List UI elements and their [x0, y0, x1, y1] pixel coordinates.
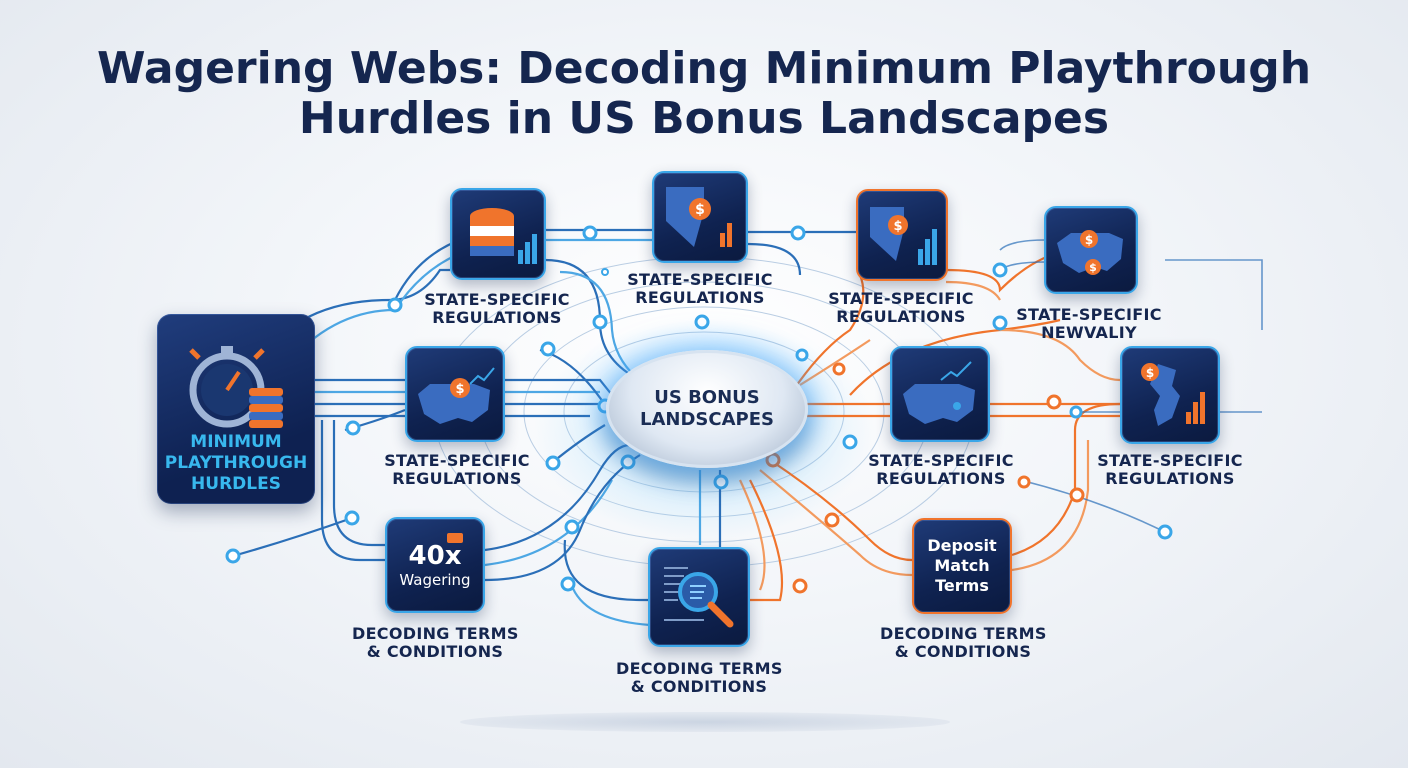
dollar-sign: $ — [1089, 261, 1097, 274]
label-us-map-left: STATE-SPECIFIC REGULATIONS — [382, 452, 532, 488]
us-map-trend-icon: $ — [418, 367, 495, 424]
label-line-1: DECODING TERMS — [616, 659, 783, 678]
node-chips-regulations — [450, 188, 546, 280]
minimum-playthrough-label: MINIMUM PLAYTHROUGH HURDLES — [157, 432, 315, 495]
node-us-map-left: $ — [405, 346, 505, 442]
label-nevada-right-regulations: STATE-SPECIFIC REGULATIONS — [826, 290, 976, 326]
hub-us-bonus-landscapes: US BONUS LANDSCAPES — [606, 350, 808, 468]
label-line-2: & CONDITIONS — [630, 677, 768, 696]
label-line-2: REGULATIONS — [836, 307, 966, 326]
label-magnifier-terms: DECODING TERMS & CONDITIONS — [616, 660, 782, 696]
page-title-line-2: Hurdles in US Bonus Landscapes — [298, 93, 1110, 144]
terms-text: Terms — [935, 576, 989, 595]
label-line-2: & CONDITIONS — [894, 642, 1032, 661]
node-us-map-right — [890, 346, 990, 442]
page-title-line-1: Wagering Webs: Decoding Minimum Playthro… — [96, 43, 1312, 94]
label-line-1: DECODING TERMS — [352, 624, 519, 643]
label-line-2: REGULATIONS — [635, 288, 765, 307]
label-us-map-right: STATE-SPECIFIC REGULATIONS — [866, 452, 1016, 488]
label-line-3: HURDLES — [191, 474, 281, 494]
us-map-dollar-icon: $ $ — [1057, 230, 1123, 275]
label-line-2: REGULATIONS — [876, 469, 1006, 488]
node-40x-wagering: 40x Wagering — [385, 517, 485, 613]
wagering-multiplier: 40x — [408, 541, 462, 571]
node-us-map-far-right: $ $ — [1044, 206, 1138, 294]
wagering-text: Wagering — [399, 571, 471, 589]
orange-connections — [739, 248, 1121, 602]
dollar-sign: $ — [1085, 233, 1093, 247]
floor-shadow — [460, 712, 950, 732]
label-nevada-regulations: STATE-SPECIFIC REGULATIONS — [625, 271, 775, 307]
label-nj-regulations: STATE-SPECIFIC REGULATIONS — [1095, 452, 1245, 488]
node-deposit-match-terms: Deposit Match Terms — [912, 518, 1012, 614]
label-line-2: REGULATIONS — [1105, 469, 1235, 488]
label-line-2: NEWVALIY — [1041, 323, 1137, 342]
label-line-2: REGULATIONS — [432, 308, 562, 327]
orange-dots — [765, 362, 1085, 594]
label-deposit-terms: DECODING TERMS & CONDITIONS — [880, 625, 1046, 661]
label-line-1: STATE-SPECIFIC — [868, 451, 1014, 470]
label-line-1: MINIMUM — [190, 432, 282, 452]
blue-dots — [225, 225, 1173, 592]
nevada-map-icon: $ — [666, 187, 732, 247]
label-us-map-far-right: STATE-SPECIFIC NEWVALIY — [1014, 306, 1164, 342]
node-nevada-regulations: $ — [652, 171, 748, 263]
dollar-sign: $ — [455, 382, 464, 397]
label-line-1: STATE-SPECIFIC — [1097, 451, 1243, 470]
label-line-2: PLAYTHROUGH — [164, 453, 308, 473]
label-line-1: STATE-SPECIFIC — [1016, 305, 1162, 324]
chips-chart-icon — [470, 208, 537, 264]
label-line-1: STATE-SPECIFIC — [384, 451, 530, 470]
label-wagering-terms: DECODING TERMS & CONDITIONS — [352, 625, 518, 661]
new-jersey-chart-icon: $ — [1141, 363, 1205, 426]
us-map-trend-icon — [903, 361, 975, 424]
deposit-text: Deposit — [927, 536, 997, 555]
label-line-1: DECODING TERMS — [880, 624, 1047, 643]
node-nevada-right-regulations: $ — [856, 189, 948, 281]
label-line-1: STATE-SPECIFIC — [424, 290, 570, 309]
label-line-1: STATE-SPECIFIC — [828, 289, 974, 308]
label-line-2: REGULATIONS — [392, 469, 522, 488]
stopwatch-chips-icon — [189, 346, 283, 428]
minimum-playthrough-card: MINIMUM PLAYTHROUGH HURDLES — [157, 314, 315, 504]
label-line-2: & CONDITIONS — [366, 642, 504, 661]
hub-label-line-1: US BONUS — [654, 387, 760, 408]
node-nj-regulations: $ — [1120, 346, 1220, 444]
nevada-chart-icon: $ — [870, 207, 937, 265]
node-magnifier-terms — [648, 547, 750, 647]
dollar-sign: $ — [695, 202, 705, 218]
hub-label-line-2: LANDSCAPES — [640, 409, 774, 430]
wagering-ticket-icon — [447, 533, 463, 543]
label-chips-regulations: STATE-SPECIFIC REGULATIONS — [422, 291, 572, 327]
dollar-sign: $ — [1146, 366, 1154, 380]
label-line-1: STATE-SPECIFIC — [627, 270, 773, 289]
match-text: Match — [934, 556, 990, 575]
dollar-sign: $ — [893, 219, 902, 234]
magnifier-document-icon — [664, 567, 734, 628]
